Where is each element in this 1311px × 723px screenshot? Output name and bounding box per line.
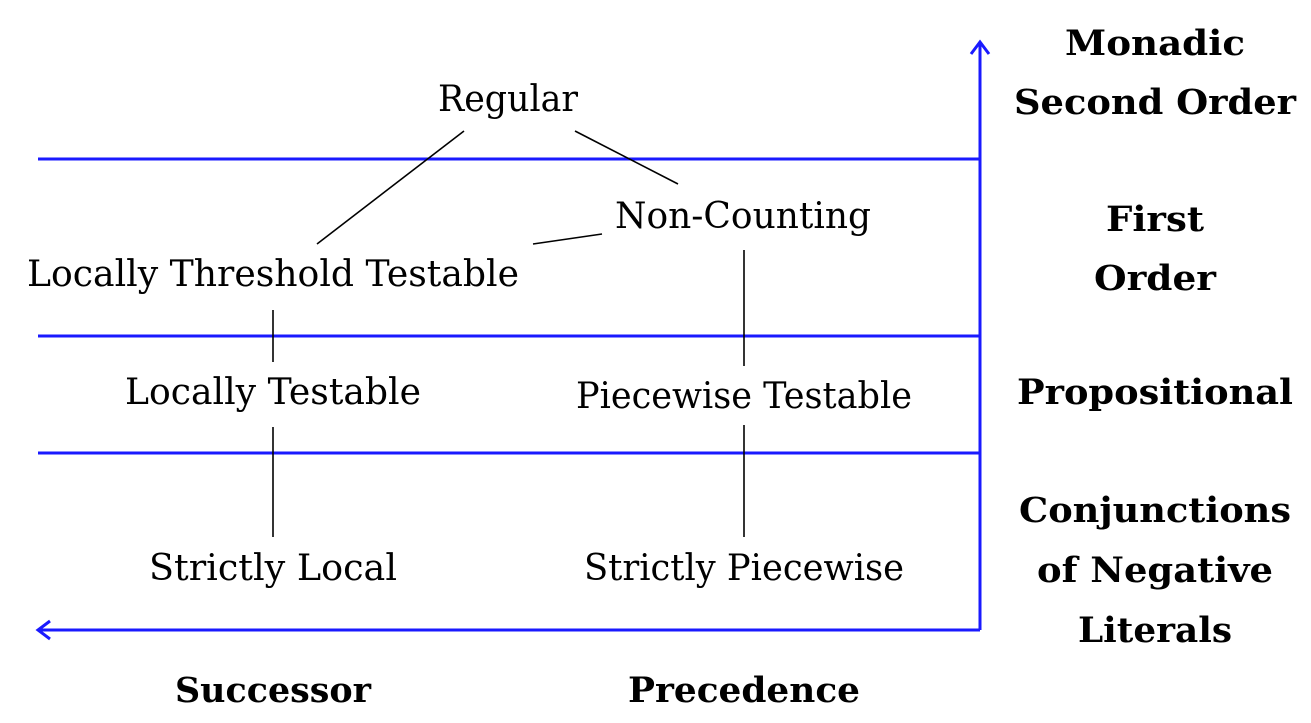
level-cnl-line-3: Literals	[1078, 610, 1232, 651]
node-strictly-piecewise: Strictly Piecewise	[584, 548, 904, 589]
edge-regular-ltt	[316, 130, 465, 245]
level-cnl-line-1: Conjunctions	[1019, 490, 1291, 531]
level-propositional: Propositional	[1017, 372, 1293, 413]
level-cnl-line-2: of Negative	[1037, 550, 1273, 591]
axis-label-successor: Successor	[175, 670, 372, 711]
node-regular: Regular	[438, 79, 579, 120]
node-strictly-local: Strictly Local	[149, 548, 397, 589]
node-non-counting: Non-Counting	[615, 196, 871, 237]
level-fo-line-2: Order	[1094, 258, 1217, 299]
up-arrow-icon	[969, 39, 991, 55]
node-locally-testable: Locally Testable	[125, 372, 421, 413]
axis-label-precedence: Precedence	[628, 670, 860, 711]
node-locally-threshold-testable: Locally Threshold Testable	[27, 254, 519, 295]
edge-regular-noncounting	[574, 130, 679, 185]
level-fo-line-1: First	[1106, 199, 1204, 240]
level-mso-line-2: Second Order	[1014, 82, 1297, 123]
edge-noncounting-ltt	[532, 233, 603, 245]
node-piecewise-testable: Piecewise Testable	[576, 376, 912, 417]
level-mso-line-1: Monadic	[1065, 23, 1245, 64]
left-arrow-icon	[35, 619, 51, 641]
